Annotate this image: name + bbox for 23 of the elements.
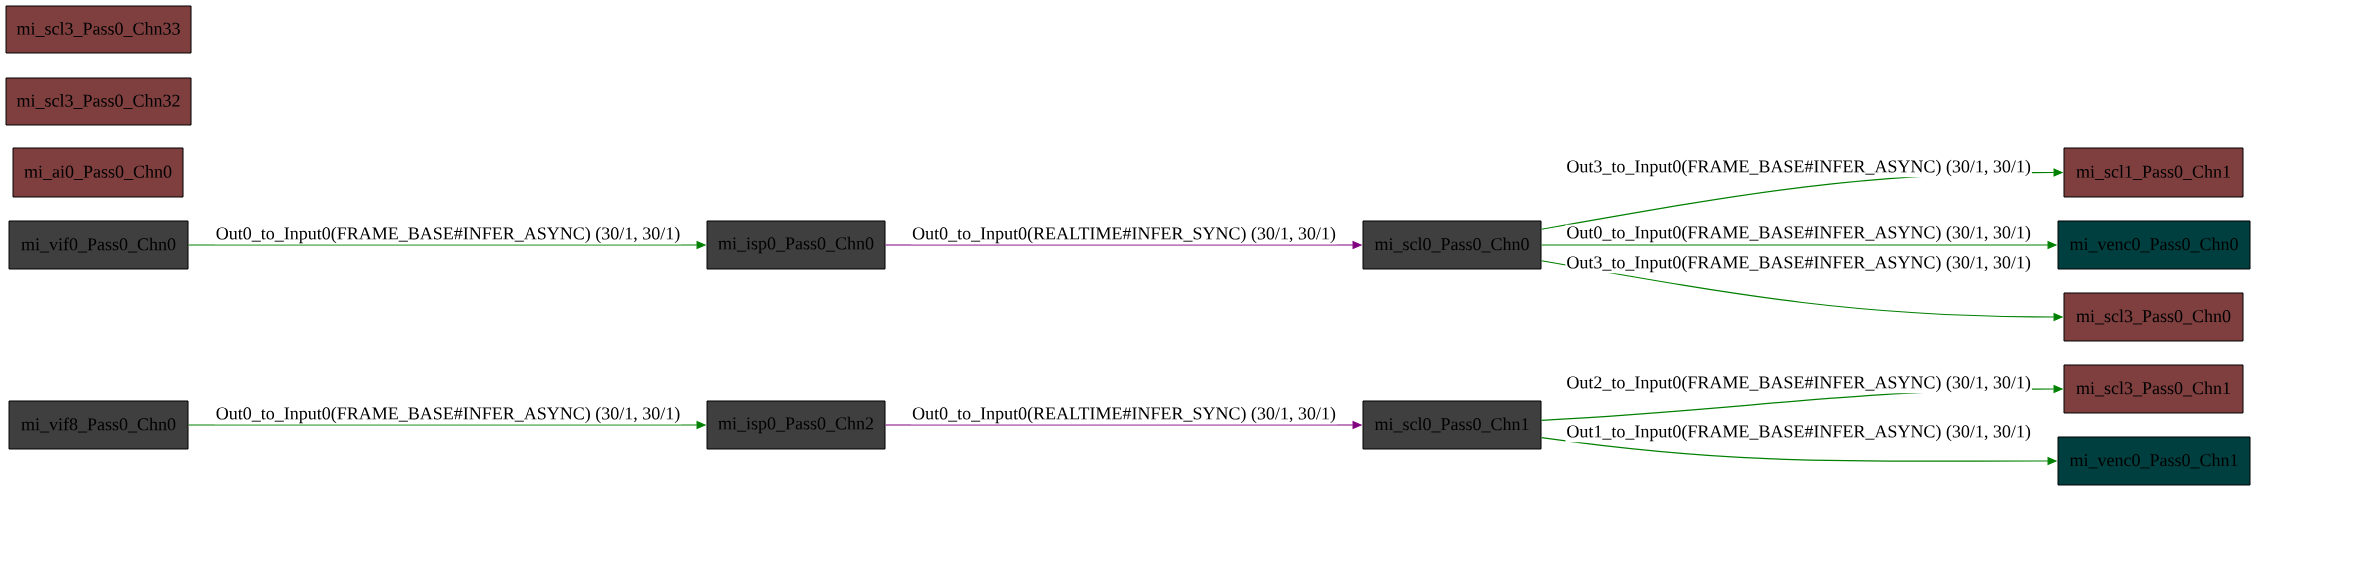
edge-label: Out0_to_Input0(FRAME_BASE#INFER_ASYNC) (30/1, 30/1) — [214, 225, 682, 245]
process-box: mi_vif8_Pass0_Chn0 — [8, 400, 189, 450]
process-box: mi_venc0_Pass0_Chn1 — [2057, 436, 2251, 486]
process-box: mi_scl0_Pass0_Chn1 — [1362, 400, 1542, 450]
edge-label: Out0_to_Input0(FRAME_BASE#INFER_ASYNC) (30/1, 30/1) — [214, 405, 682, 425]
process-box: mi_scl3_Pass0_Chn0 — [2063, 292, 2244, 342]
process-box: mi_ai0_Pass0_Chn0 — [12, 147, 184, 198]
process-box: mi_scl3_Pass0_Chn1 — [2063, 364, 2244, 414]
process-box: mi_scl3_Pass0_Chn33 — [5, 5, 192, 54]
edge-label: Out3_to_Input0(FRAME_BASE#INFER_ASYNC) (30/1, 30/1) — [1565, 158, 2032, 178]
process-box: mi_vif0_Pass0_Chn0 — [8, 220, 189, 270]
process-box: mi_isp0_Pass0_Chn2 — [706, 400, 886, 450]
edge-label: Out2_to_Input0(FRAME_BASE#INFER_ASYNC) (30/1, 30/1) — [1565, 374, 2032, 394]
process-box: mi_isp0_Pass0_Chn0 — [706, 220, 886, 270]
process-box: mi_scl3_Pass0_Chn32 — [5, 77, 192, 126]
edge-label: Out0_to_Input0(FRAME_BASE#INFER_ASYNC) (30/1, 30/1) — [1565, 224, 2032, 244]
edge-label: Out1_to_Input0(FRAME_BASE#INFER_ASYNC) (30/1, 30/1) — [1565, 423, 2032, 443]
process-box: mi_scl0_Pass0_Chn0 — [1362, 220, 1542, 270]
process-box: mi_venc0_Pass0_Chn0 — [2057, 220, 2251, 270]
process-box: mi_scl1_Pass0_Chn1 — [2063, 147, 2244, 198]
edge-label: Out0_to_Input0(REALTIME#INFER_SYNC) (30/1, 30/1) — [911, 225, 1337, 245]
edge-label: Out0_to_Input0(REALTIME#INFER_SYNC) (30/1, 30/1) — [911, 405, 1337, 425]
edge-label: Out3_to_Input0(FRAME_BASE#INFER_ASYNC) (30/1, 30/1) — [1565, 254, 2032, 274]
